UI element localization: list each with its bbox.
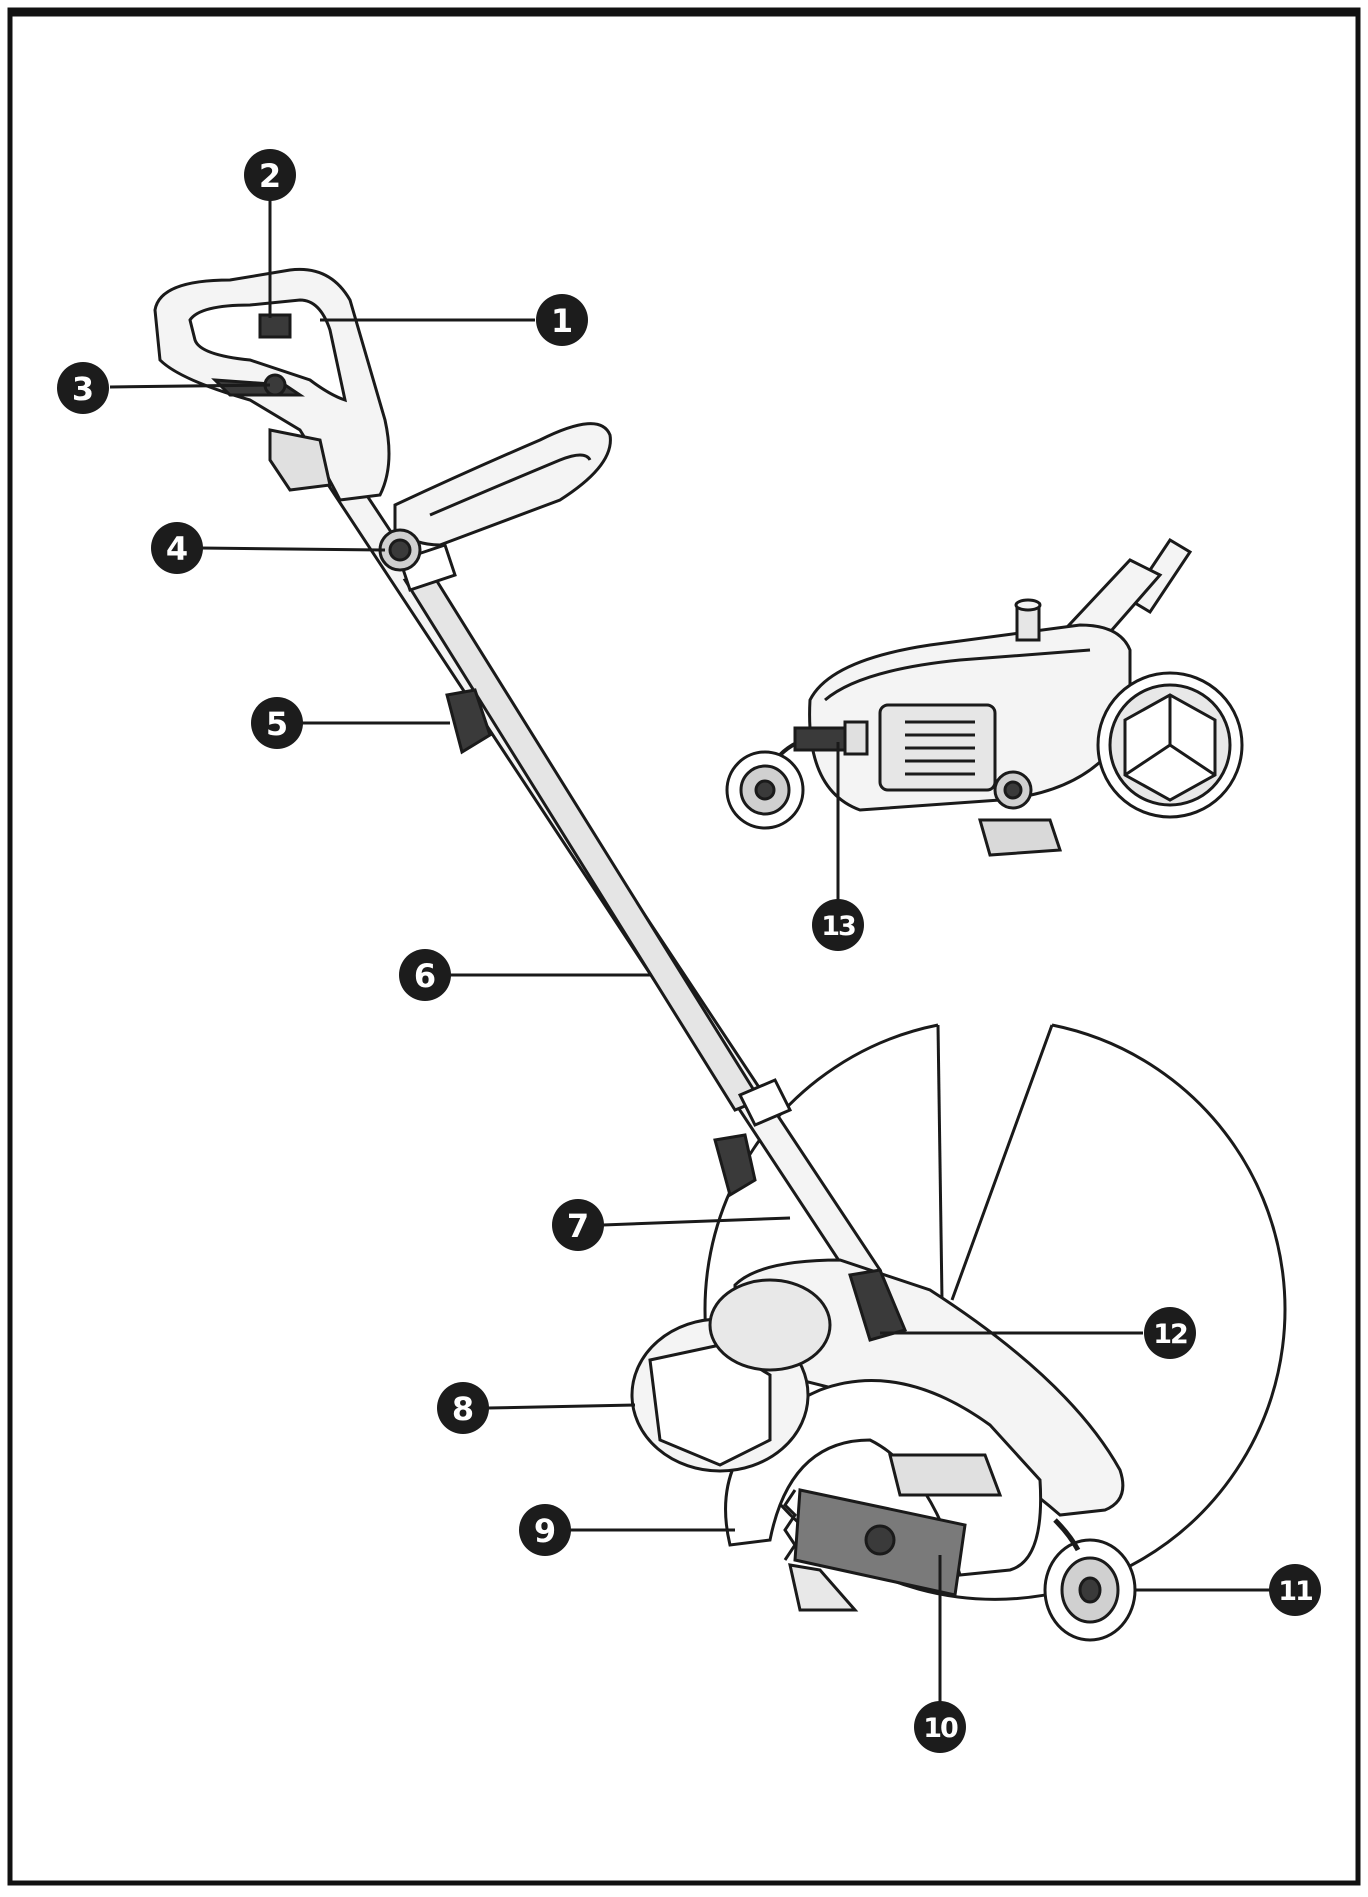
leader-7 bbox=[602, 1216, 791, 1227]
callout-number: 5 bbox=[266, 705, 288, 743]
callout-12: 12 bbox=[1144, 1307, 1196, 1359]
callout-number: 8 bbox=[452, 1390, 474, 1428]
callout-4: 4 bbox=[151, 522, 203, 574]
shaft-clamp-lower bbox=[713, 1133, 757, 1198]
callout-badge bbox=[812, 899, 864, 951]
blade bbox=[783, 1488, 967, 1612]
callout-5: 5 bbox=[251, 697, 303, 749]
callout-10: 10 bbox=[914, 1701, 966, 1753]
detail-view-underside bbox=[725, 537, 1244, 857]
callout-number: 12 bbox=[1153, 1319, 1187, 1350]
callout-badge bbox=[244, 149, 296, 201]
callout-9: 9 bbox=[519, 1504, 571, 1556]
callout-13: 13 bbox=[812, 899, 864, 951]
callout-badge bbox=[399, 949, 451, 1001]
callout-11: 11 bbox=[1269, 1564, 1321, 1616]
detail-wheel-lever bbox=[793, 726, 852, 752]
callout-badge bbox=[1269, 1564, 1321, 1616]
callout-number: 10 bbox=[923, 1713, 958, 1744]
guide-wheel bbox=[1043, 1518, 1137, 1642]
callout-number: 7 bbox=[567, 1207, 589, 1245]
auxiliary-handle bbox=[378, 422, 612, 572]
callout-badge bbox=[519, 1504, 571, 1556]
handle-assembly bbox=[153, 267, 391, 502]
callout-number: 13 bbox=[821, 911, 855, 942]
callout-badge bbox=[1144, 1307, 1196, 1359]
callout-7: 7 bbox=[552, 1199, 604, 1251]
callout-badge bbox=[437, 1382, 489, 1434]
main-shaft bbox=[322, 468, 883, 1288]
callout-number: 6 bbox=[414, 957, 436, 995]
callout-3: 3 bbox=[57, 362, 109, 414]
callout-number: 9 bbox=[534, 1512, 556, 1550]
shaft-clamp-upper bbox=[445, 688, 492, 755]
callout-1: 1 bbox=[536, 294, 588, 346]
callout-badge bbox=[552, 1199, 604, 1251]
callout-number: 1 bbox=[551, 302, 573, 340]
leader-4 bbox=[199, 546, 386, 552]
main-wheel bbox=[630, 1278, 832, 1473]
callout-badge bbox=[57, 362, 109, 414]
callout-2: 2 bbox=[244, 149, 296, 201]
callout-badge bbox=[151, 522, 203, 574]
callout-6: 6 bbox=[399, 949, 451, 1001]
leader-8 bbox=[487, 1403, 636, 1410]
callout-badge bbox=[914, 1701, 966, 1753]
callout-number: 3 bbox=[72, 370, 94, 408]
callout-number: 2 bbox=[259, 157, 281, 195]
callout-8: 8 bbox=[437, 1382, 489, 1434]
callout-badge bbox=[536, 294, 588, 346]
callout-number: 11 bbox=[1278, 1576, 1312, 1607]
callout-number: 4 bbox=[166, 530, 188, 568]
callout-badge bbox=[251, 697, 303, 749]
leader-3 bbox=[109, 383, 271, 389]
leader-lines bbox=[109, 195, 1275, 1720]
